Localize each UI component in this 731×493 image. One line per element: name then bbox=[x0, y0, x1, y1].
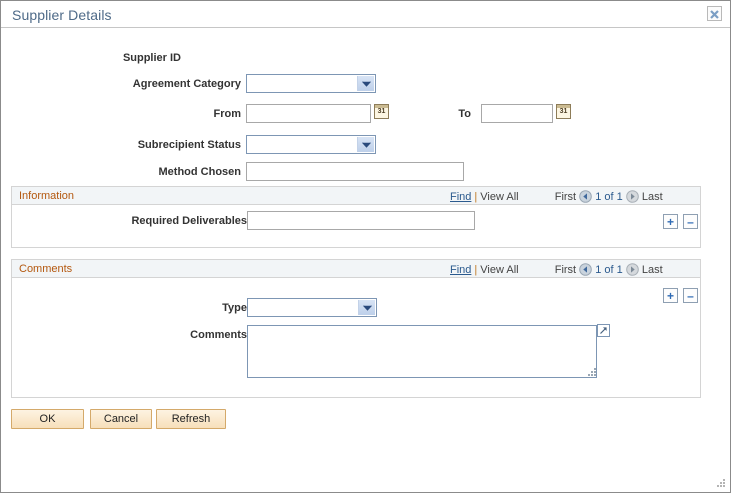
dialog-title: Supplier Details bbox=[12, 7, 112, 23]
comments-add-row-button[interactable]: + bbox=[663, 288, 678, 303]
chevron-down-glyph bbox=[362, 304, 372, 311]
information-delete-row-label: – bbox=[687, 214, 694, 229]
to-label: To bbox=[458, 108, 471, 120]
calendar-icon-to-bar bbox=[557, 105, 570, 108]
information-section: Information Find|View All First 1 of 1 L… bbox=[11, 186, 701, 248]
expand-textarea-glyph bbox=[600, 327, 607, 334]
required-deliverables-input[interactable] bbox=[247, 211, 475, 230]
method-chosen-label: Method Chosen bbox=[158, 166, 242, 178]
close-icon[interactable] bbox=[707, 6, 722, 21]
information-section-header bbox=[12, 187, 700, 205]
ok-button[interactable]: OK bbox=[11, 409, 84, 429]
next-row-icon[interactable] bbox=[626, 190, 639, 203]
chevron-down-icon bbox=[357, 137, 374, 152]
subrecipient-status-label: Subrecipient Status bbox=[137, 139, 241, 151]
previous-row-icon[interactable] bbox=[579, 190, 592, 203]
information-nav-strip: Find|View All First 1 of 1 Last bbox=[450, 190, 663, 203]
calendar-icon-to[interactable]: 31 bbox=[556, 104, 571, 119]
information-last-link[interactable]: Last bbox=[641, 191, 663, 203]
method-chosen-input[interactable] bbox=[246, 162, 464, 181]
calendar-icon-from-day: 31 bbox=[377, 108, 386, 115]
agreement-category-dropdown[interactable] bbox=[246, 74, 376, 93]
agreement-category-label: Agreement Category bbox=[132, 78, 241, 90]
required-deliverables-label: Required Deliverables bbox=[131, 215, 247, 227]
subrecipient-status-dropdown[interactable] bbox=[246, 135, 376, 154]
previous-row-icon[interactable] bbox=[579, 263, 592, 276]
comments-last-link[interactable]: Last bbox=[641, 264, 663, 276]
comments-section: Comments Find|View All First 1 of 1 Last bbox=[11, 259, 701, 398]
previous-row-glyph bbox=[579, 263, 592, 276]
from-date-input[interactable] bbox=[246, 104, 371, 123]
chevron-down-icon bbox=[358, 300, 375, 315]
chevron-down-glyph bbox=[361, 80, 371, 87]
next-row-glyph bbox=[626, 263, 639, 276]
information-add-row-button[interactable]: + bbox=[663, 214, 678, 229]
dialog-titlebar: Supplier Details bbox=[1, 0, 730, 28]
next-row-glyph bbox=[626, 190, 639, 203]
calendar-icon-from-bar bbox=[375, 105, 388, 108]
comments-delete-row-button[interactable]: – bbox=[683, 288, 698, 303]
information-view-all-link[interactable]: View All bbox=[480, 191, 519, 203]
to-date-input[interactable] bbox=[481, 104, 553, 123]
information-row-counter: 1 of 1 bbox=[595, 191, 623, 203]
information-section-title: Information bbox=[19, 190, 75, 202]
previous-row-glyph bbox=[579, 190, 592, 203]
comments-field-label: Comments bbox=[190, 329, 247, 341]
comments-view-all-link[interactable]: View All bbox=[480, 264, 519, 276]
information-first-link[interactable]: First bbox=[554, 191, 577, 203]
comments-section-header bbox=[12, 260, 700, 278]
information-delete-row-button[interactable]: – bbox=[683, 214, 698, 229]
close-glyph bbox=[710, 10, 719, 19]
comments-find-link[interactable]: Find bbox=[450, 264, 472, 276]
from-label: From bbox=[213, 108, 242, 120]
comments-first-link[interactable]: First bbox=[554, 264, 577, 276]
supplier-id-label: Supplier ID bbox=[122, 52, 181, 64]
chevron-down-glyph bbox=[361, 141, 371, 148]
information-add-row-label: + bbox=[666, 214, 674, 229]
comments-nav-separator: | bbox=[474, 264, 478, 276]
calendar-icon-from[interactable]: 31 bbox=[374, 104, 389, 119]
comment-type-dropdown[interactable] bbox=[247, 298, 377, 317]
comment-type-label: Type bbox=[222, 302, 247, 314]
comments-delete-row-label: – bbox=[687, 288, 694, 303]
expand-textarea-icon[interactable] bbox=[597, 324, 610, 337]
comments-textarea[interactable] bbox=[247, 325, 597, 378]
dialog-resize-grip[interactable] bbox=[716, 478, 726, 488]
calendar-icon-to-day: 31 bbox=[559, 108, 568, 115]
chevron-down-icon bbox=[357, 76, 374, 91]
comments-add-row-label: + bbox=[666, 288, 674, 303]
information-nav-separator: | bbox=[474, 191, 478, 203]
refresh-button[interactable]: Refresh bbox=[156, 409, 226, 429]
cancel-button[interactable]: Cancel bbox=[90, 409, 152, 429]
next-row-icon[interactable] bbox=[626, 263, 639, 276]
information-find-link[interactable]: Find bbox=[450, 191, 472, 203]
comments-row-counter: 1 of 1 bbox=[595, 264, 623, 276]
comments-section-title: Comments bbox=[19, 263, 73, 275]
comments-nav-strip: Find|View All First 1 of 1 Last bbox=[450, 263, 663, 276]
